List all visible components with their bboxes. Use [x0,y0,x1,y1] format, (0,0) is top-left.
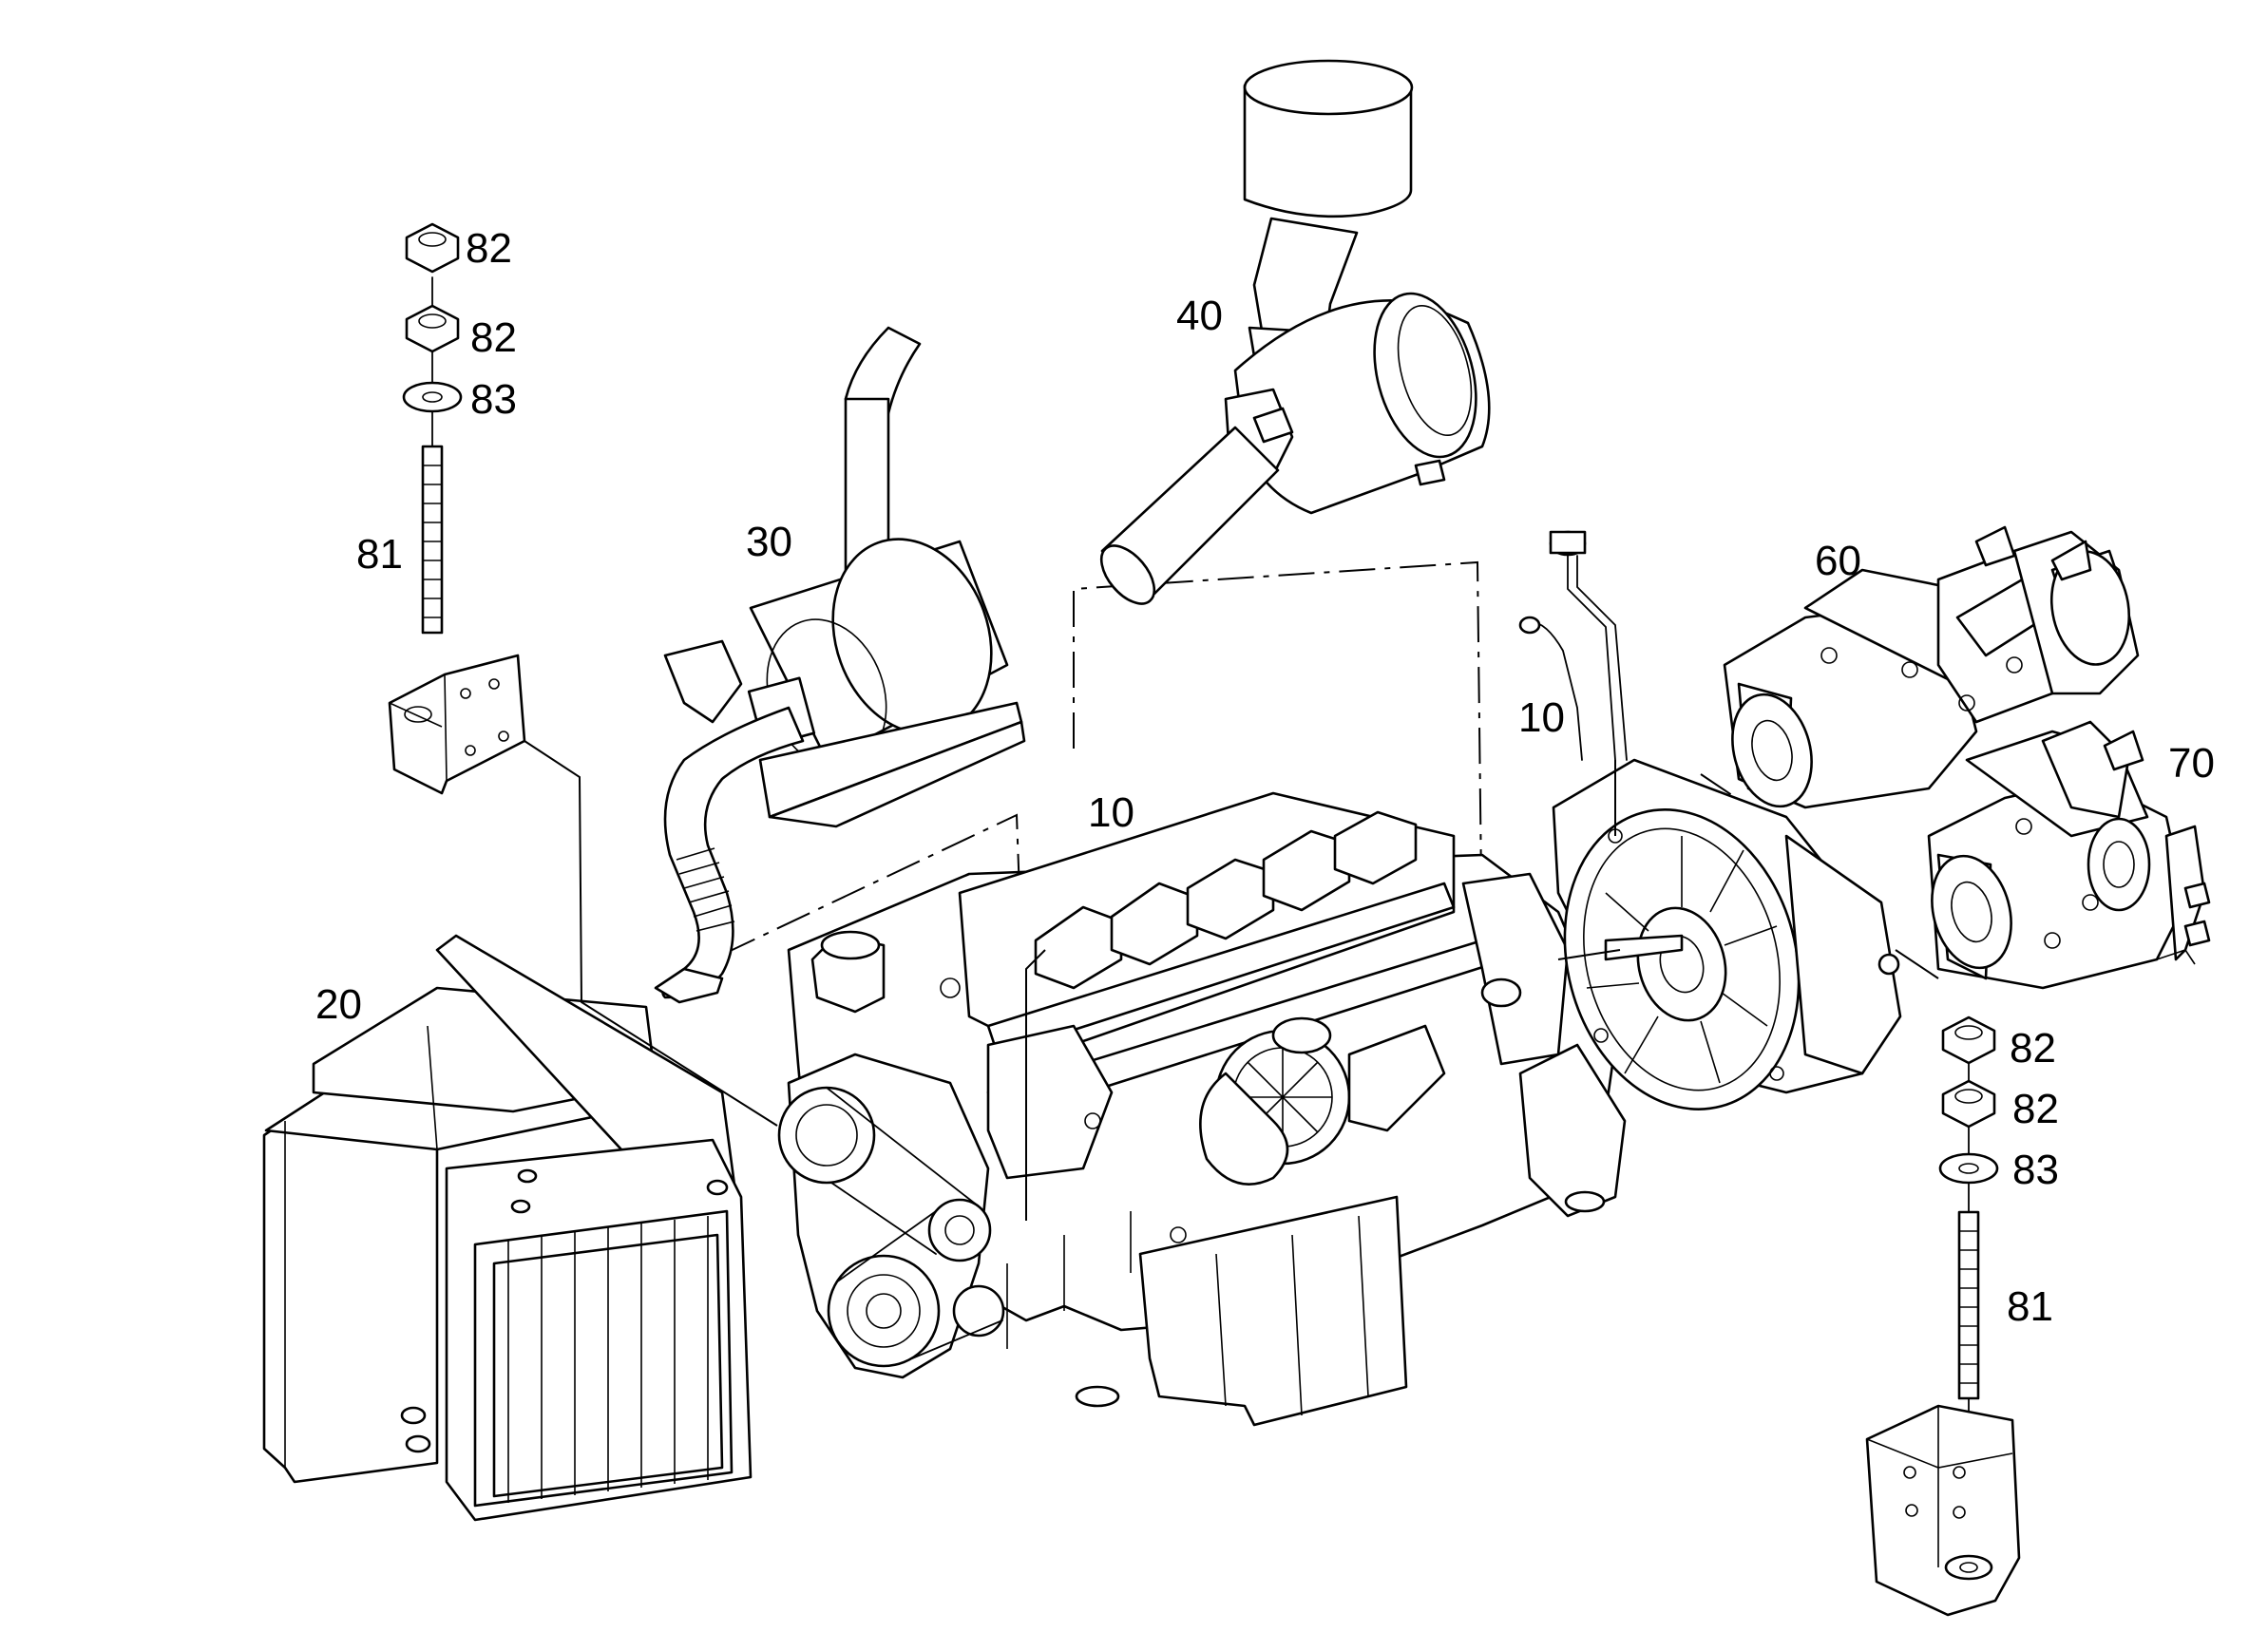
engine [777,791,1627,1427]
leader-lines [524,740,1939,1221]
label-left-nut-mid: 82 [470,314,517,361]
right-mount-bracket [1865,1404,2021,1617]
left-nut-mid [405,304,460,353]
label-right-nut-top: 82 [2010,1025,2056,1072]
label-left-washer: 83 [470,376,517,423]
left-mount-stack [388,222,526,795]
air-filter [1099,59,1491,605]
label-engine-top: 10 [1088,789,1134,836]
label-left-nut-top: 82 [466,225,512,272]
label-right-washer: 83 [2012,1147,2059,1193]
label-right-stud: 81 [2007,1283,2053,1330]
left-stud [421,445,444,635]
right-nut-top [1941,1015,1996,1065]
left-nut-top [405,222,460,274]
label-air-filter: 40 [1176,293,1223,339]
left-mount-bracket [388,654,526,795]
right-stud [1957,1210,1980,1400]
right-washer [1938,1152,1999,1185]
label-pump-upper: 60 [1815,538,1861,584]
radiator [262,934,753,1522]
label-pump-lower: 70 [2168,740,2215,787]
label-radiator: 20 [315,981,362,1028]
right-nut-mid [1941,1079,1996,1129]
label-right-nut-mid: 82 [2012,1086,2059,1132]
label-left-stud: 81 [356,531,403,578]
flywheel-housing [1552,758,1902,1110]
dipstick-assembly [1518,530,1628,761]
left-washer [402,381,463,413]
label-engine-side: 10 [1518,694,1565,741]
label-muffler: 30 [746,519,792,565]
pump-upper [1723,525,2140,809]
pump-lower [1927,720,2211,990]
part-labels: 82 82 83 81 20 30 40 10 10 60 70 82 82 8… [315,225,2215,1330]
right-mount-stack [1865,1015,2021,1617]
muffler [654,326,1026,1004]
